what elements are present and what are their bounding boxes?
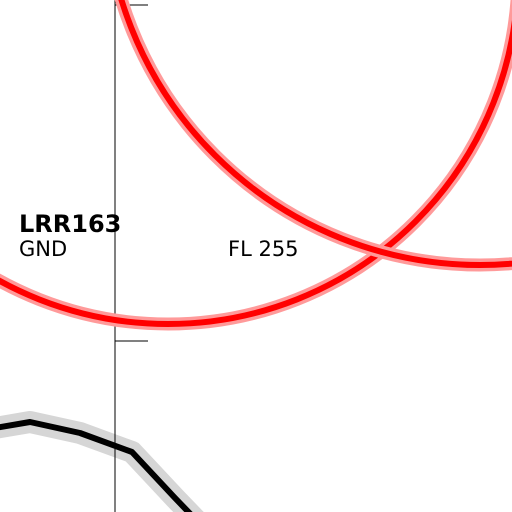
airspace-upper-limit-label: FL 255 <box>228 237 299 261</box>
restricted-area-circle-lrr163[interactable] <box>0 0 512 327</box>
airspace-zone-id-label[interactable]: LRR163 <box>19 210 122 238</box>
border-halo <box>0 411 204 512</box>
restricted-area-circle-lrr163-halo <box>0 0 512 331</box>
airspace-lower-limit-label: GND <box>19 237 68 261</box>
restricted-area-circle-2[interactable] <box>105 0 512 268</box>
border-line <box>0 419 193 512</box>
